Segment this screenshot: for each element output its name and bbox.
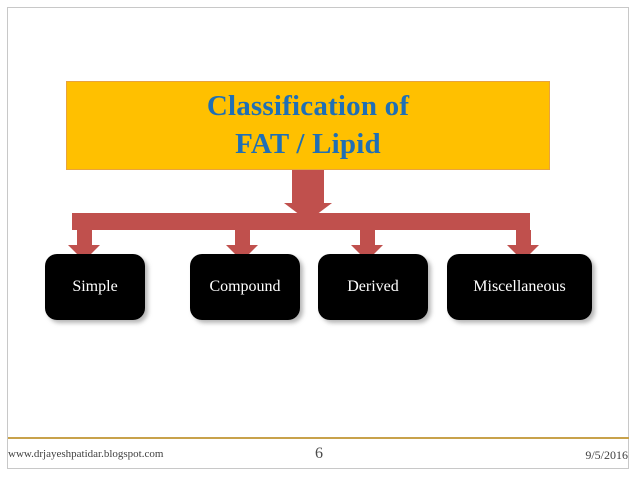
connector-horizontal-bar — [72, 213, 530, 230]
title-line-1: Classification of — [206, 90, 410, 123]
category-box-derived: Derived — [318, 254, 428, 320]
branch-stem-3 — [360, 230, 375, 247]
footer-date: 9/5/2016 — [585, 448, 628, 462]
category-box-miscellaneous: Miscellaneous — [447, 254, 592, 320]
footer-divider — [8, 437, 629, 439]
category-label-compound: Compound — [209, 278, 281, 295]
category-label-derived: Derived — [347, 278, 399, 295]
category-box-simple: Simple — [45, 254, 145, 320]
title-line-2: FAT / Lipid — [235, 127, 381, 160]
category-box-compound: Compound — [190, 254, 300, 320]
slide-border — [7, 7, 629, 469]
category-label-miscellaneous: Miscellaneous — [473, 278, 566, 295]
branch-stem-2 — [235, 230, 250, 247]
title-box: Classification of FAT / Lipid — [66, 81, 550, 170]
branch-stem-4 — [516, 230, 531, 247]
footer-url: www.drjayeshpatidar.blogspot.com — [8, 448, 164, 460]
footer-page-number: 6 — [315, 445, 323, 462]
category-label-simple: Simple — [72, 278, 118, 295]
connector-stem-vertical — [292, 170, 324, 206]
branch-stem-1 — [77, 230, 92, 247]
